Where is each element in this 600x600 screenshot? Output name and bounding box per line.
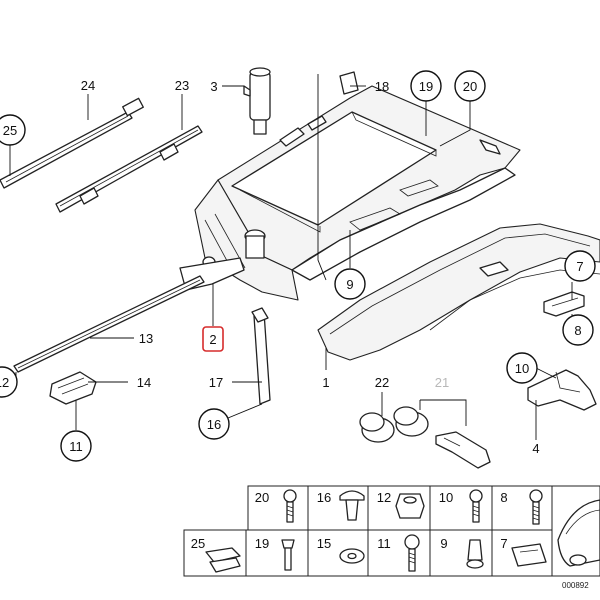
callout-13: 13 [139,331,153,346]
callout-circle-19: 19 [410,70,442,102]
clip-14 [49,371,97,405]
callout-circle-9: 9 [334,268,366,300]
callout-22: 22 [375,375,389,390]
document-number: 000892 [562,581,589,590]
svg-text:20: 20 [463,79,477,94]
svg-text:25: 25 [3,123,17,138]
svg-text:8: 8 [574,323,581,338]
svg-text:10: 10 [515,361,529,376]
callout-24: 24 [81,78,95,93]
screw-10-icon [469,489,483,523]
small-parts-table: 20 16 12 10 8 25 19 15 11 9 7 [183,485,600,577]
callout-circle-16: 16 [198,408,230,440]
callout-4: 4 [532,441,539,456]
cell-label-7: 7 [500,536,507,551]
callout-circle-10: 10 [506,352,538,384]
svg-text:9: 9 [346,277,353,292]
svg-text:16: 16 [207,417,221,432]
callout-circle-25: 25 [0,114,26,146]
rod-23 [55,125,203,213]
strap-17 [251,307,271,405]
callout-circle-11: 11 [60,430,92,462]
leader-lines [9,74,573,440]
screw-8-icon [529,489,543,525]
pin-19-icon [281,539,295,571]
callout-14: 14 [137,375,151,390]
callout-23: 23 [175,78,189,93]
cell-label-16: 16 [317,490,331,505]
lock-cylinder-22 [359,412,395,443]
lock-cylinder-21 [393,406,429,437]
rod-24 [0,97,144,189]
callouts: 24 23 3 18 13 14 17 1 22 21 4 25 19 20 9… [0,70,596,462]
washer-15-icon [339,548,365,564]
callout-18: 18 [375,79,389,94]
cell-label-10: 10 [439,490,453,505]
svg-text:19: 19 [419,79,433,94]
car-thumbnail-icon [557,499,600,567]
callout-21: 21 [435,375,449,390]
callout-circle-12: 12 [0,366,18,398]
cell-label-19: 19 [255,536,269,551]
latch-bracket-8 [543,291,585,317]
callout-circle-20: 20 [454,70,486,102]
callout-2-highlighted: 2 [202,326,224,352]
nut-12-icon [395,493,425,519]
glovebox-housing [179,85,521,301]
cell-label-20: 20 [255,490,269,505]
cell-label-11: 11 [377,536,391,551]
callout-circle-8: 8 [562,314,594,346]
screw-20-icon [283,489,297,523]
callout-3: 3 [210,79,217,94]
key-21 [435,431,491,469]
callout-1: 1 [322,375,329,390]
svg-text:2: 2 [209,332,216,347]
clip-18 [339,71,359,95]
damper-3 [243,67,271,135]
callout-circle-7: 7 [564,250,596,282]
clip-25-icon [205,547,241,573]
cell-label-8: 8 [500,490,507,505]
svg-text:11: 11 [69,439,83,454]
cell-label-9: 9 [440,536,447,551]
screw-11-icon [404,534,420,572]
svg-text:12: 12 [0,375,9,390]
clip-nut-7-icon [511,543,547,567]
grommet-9-icon [466,539,484,569]
callout-17: 17 [209,375,223,390]
svg-text:7: 7 [576,259,583,274]
rod-13 [13,275,205,373]
cell-label-15: 15 [317,536,331,551]
cell-label-25: 25 [191,536,205,551]
cell-label-12: 12 [377,490,391,505]
push-rivet-16-icon [339,490,365,521]
striker-10 [527,369,597,411]
